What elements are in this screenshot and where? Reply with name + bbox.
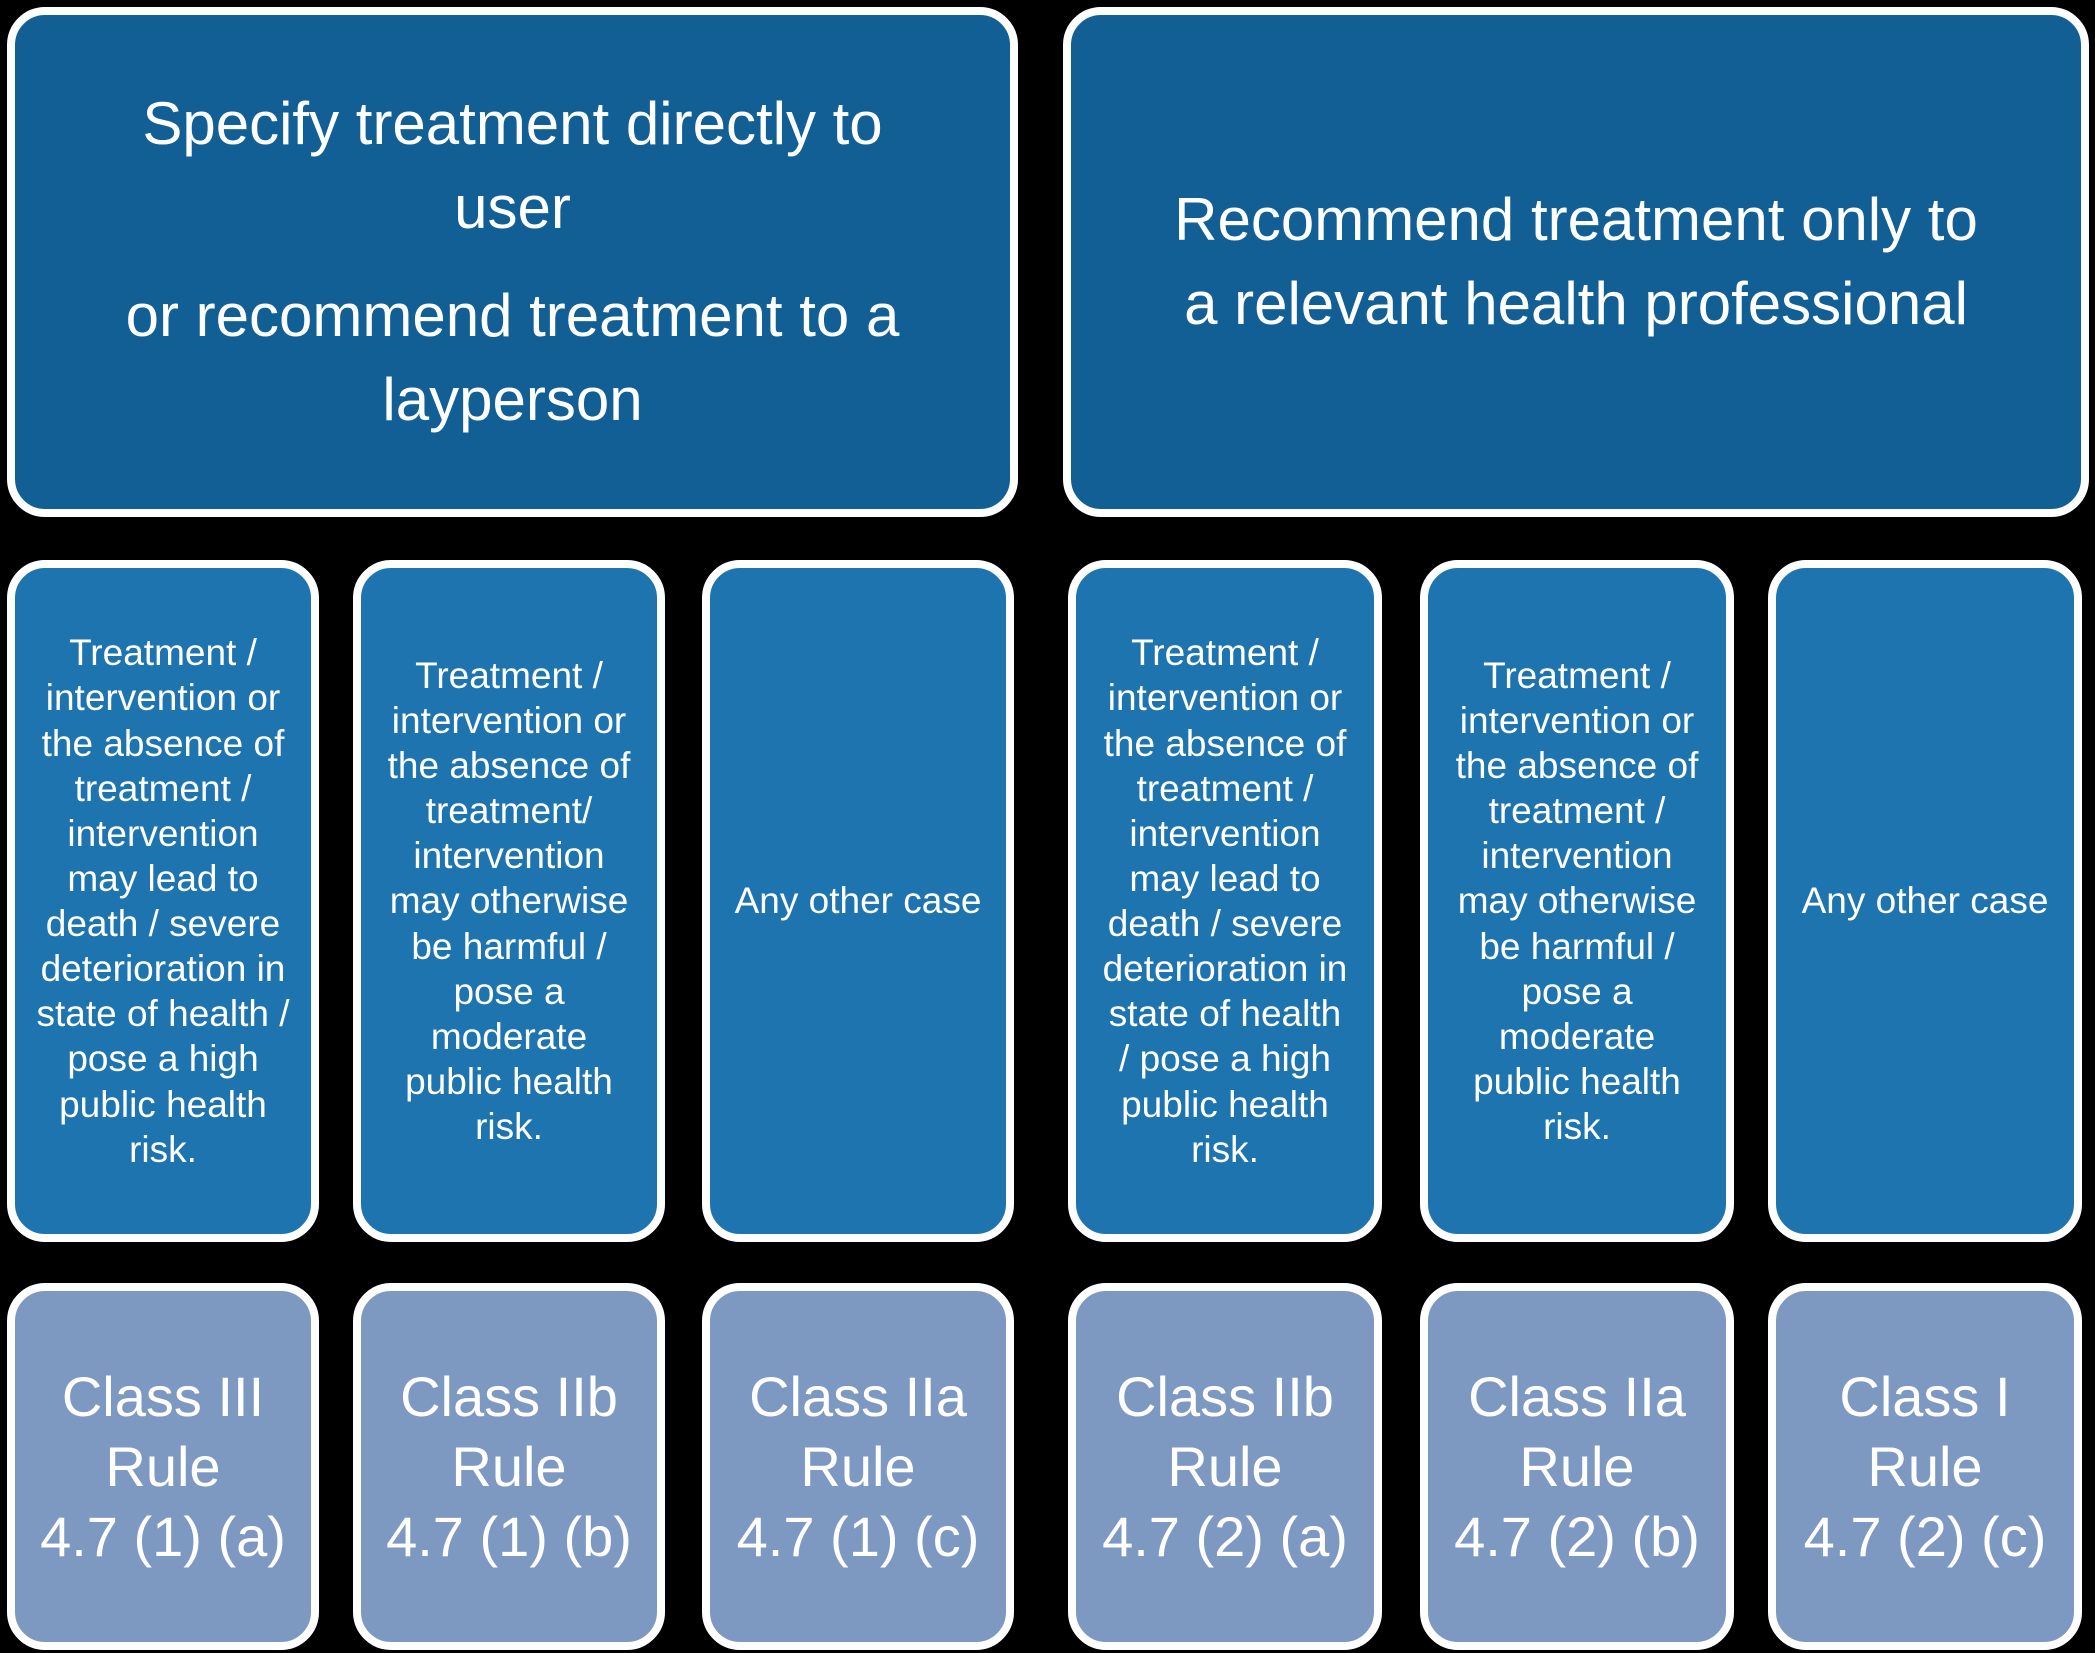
condition-text: Treatment / intervention or the absence … xyxy=(387,654,631,1148)
class-text: Class III Rule 4.7 (1) (a) xyxy=(40,1364,286,1568)
condition-card-high-risk-lay: Treatment / intervention or the absence … xyxy=(7,560,319,1242)
class-card-iia-rule-472b: Class IIa Rule 4.7 (2) (b) xyxy=(1420,1283,1734,1650)
class-card-iib-rule-471b: Class IIb Rule 4.7 (1) (b) xyxy=(353,1283,665,1650)
header-paragraph: or recommend treatment to a layperson xyxy=(125,282,900,433)
header-card-health-professional: Recommend treatment only to a relevant h… xyxy=(1063,7,2089,517)
class-card-iib-rule-472a: Class IIb Rule 4.7 (2) (a) xyxy=(1068,1283,1382,1650)
condition-card-any-other-pro: Any other case xyxy=(1768,560,2082,1242)
class-text: Class IIb Rule 4.7 (2) (a) xyxy=(1102,1364,1348,1568)
condition-card-moderate-risk-pro: Treatment / intervention or the absence … xyxy=(1420,560,1734,1242)
condition-card-high-risk-pro: Treatment / intervention or the absence … xyxy=(1068,560,1382,1242)
condition-card-moderate-risk-lay: Treatment / intervention or the absence … xyxy=(353,560,665,1242)
condition-text: Treatment / intervention or the absence … xyxy=(1455,654,1699,1148)
condition-text: Treatment / intervention or the absence … xyxy=(1102,632,1348,1170)
header-paragraph: Recommend treatment only to a relevant h… xyxy=(1174,186,1978,337)
class-text: Class IIb Rule 4.7 (1) (b) xyxy=(386,1364,632,1568)
header-paragraph: Specify treatment directly to user xyxy=(142,90,883,241)
condition-text: Any other case xyxy=(1801,880,2049,922)
condition-card-any-other-lay: Any other case xyxy=(702,560,1014,1242)
condition-text: Treatment / intervention or the absence … xyxy=(36,632,290,1170)
class-text: Class I Rule 4.7 (2) (c) xyxy=(1803,1364,2047,1568)
header-card-direct-to-user: Specify treatment directly to user or re… xyxy=(7,7,1018,517)
class-card-iia-rule-471c: Class IIa Rule 4.7 (1) (c) xyxy=(702,1283,1014,1650)
class-card-i-rule-472c: Class I Rule 4.7 (2) (c) xyxy=(1768,1283,2082,1650)
class-card-iii-rule-471a: Class III Rule 4.7 (1) (a) xyxy=(7,1283,319,1650)
class-text: Class IIa Rule 4.7 (2) (b) xyxy=(1454,1364,1700,1568)
condition-text: Any other case xyxy=(734,880,982,922)
class-text: Class IIa Rule 4.7 (1) (c) xyxy=(736,1364,980,1568)
